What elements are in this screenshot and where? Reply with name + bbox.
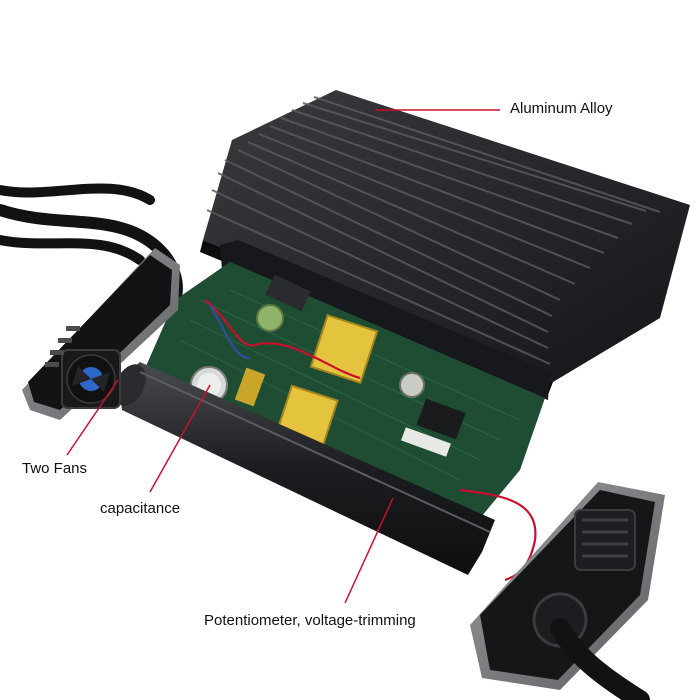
left-end-plate (22, 248, 180, 420)
callout-label-capacitance: capacitance (100, 500, 181, 517)
circuit-board (140, 262, 545, 582)
transformer (275, 314, 379, 450)
callout-label-potentiometer: Potentiometer, voltage-trimming (204, 612, 416, 629)
right-end-plate (470, 482, 665, 700)
callout-label-two-fans: Two Fans (22, 460, 88, 477)
callout-label-aluminum-alloy: Aluminum Alloy (510, 100, 613, 117)
housing-back-rail (220, 240, 550, 400)
fan-icon (574, 509, 636, 571)
housing-front-rail (114, 362, 495, 575)
callout-leaders (66, 109, 500, 604)
fan-icon (61, 349, 121, 409)
